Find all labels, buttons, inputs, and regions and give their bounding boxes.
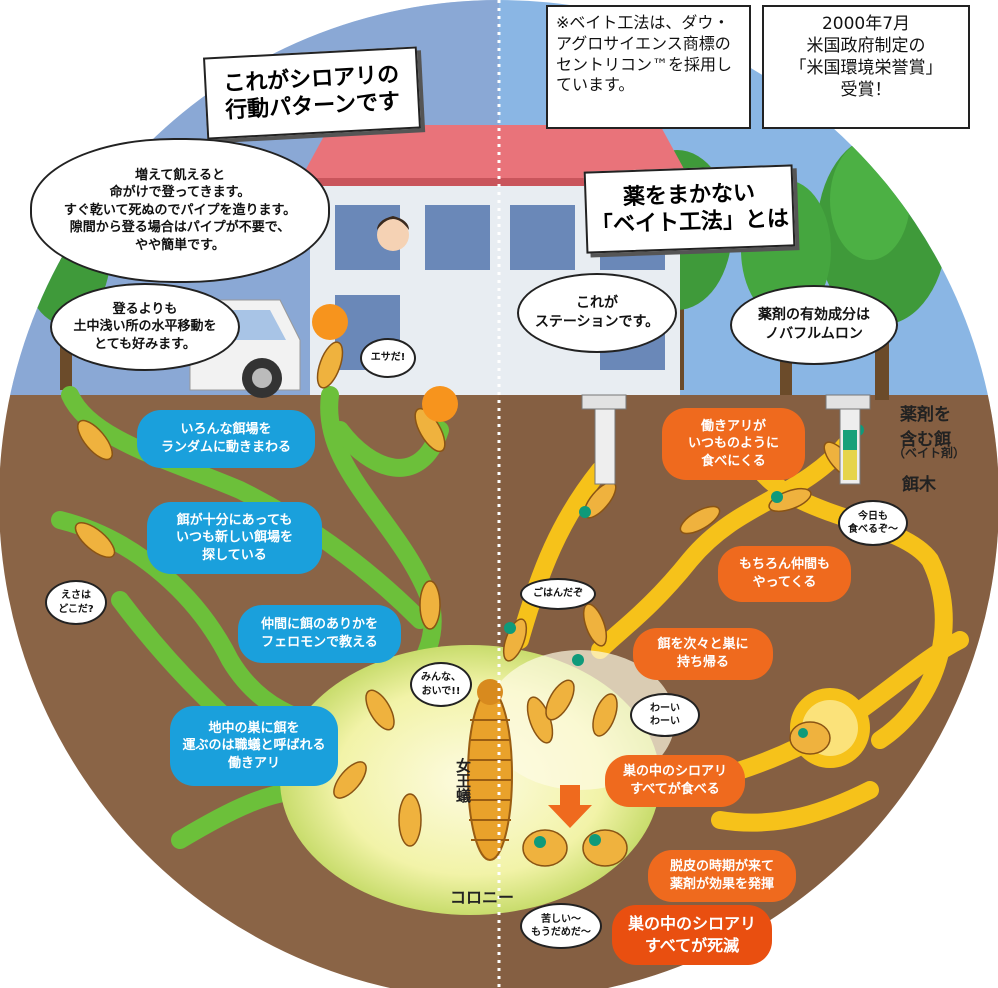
colony-label: コロニー: [450, 888, 515, 907]
carry-home-bubble: 餌を次々と巣に 持ち帰る: [633, 628, 773, 680]
bait-station-icon: [581, 394, 871, 485]
molt-bubble: 脱皮の時期が来て 薬剤が効果を発揮: [648, 850, 796, 902]
bait-trademark-note: ※ベイト工法は、ダウ・アグロサイエンス商標のセントリコン™を採用しています。: [546, 5, 751, 129]
pheromone-bubble: 仲間に餌のありかを フェロモンで教える: [238, 605, 401, 663]
right-title-banner: 薬をまかない 「ベイト工法」とは: [583, 164, 796, 254]
bait-dots: [504, 424, 864, 848]
bait-sub-label: （ベイト剤）: [893, 446, 966, 460]
food-exclaim-bubble: エサだ!: [360, 338, 416, 378]
pipe-speech-bubble: 増えて飢えると 命がけで登ってきます。 すぐ乾いて死ぬのでパイプを造ります。 隙…: [30, 138, 330, 283]
bait-label: 薬剤を 含む餌: [900, 405, 951, 450]
down-arrow-icon: [548, 785, 592, 828]
left-title-banner: これがシロアリの 行動パターンです: [203, 46, 421, 140]
ingredient-speech-bubble: 薬剤の有効成分は ノバフルムロン: [730, 285, 898, 365]
yay-bubble: わーい わーい: [630, 693, 700, 737]
wood-label: 餌木: [902, 475, 936, 495]
eat-usual-bubble: 働きアリが いつものように 食べにくる: [662, 408, 805, 480]
where-food-bubble: えさは どこだ?: [45, 580, 107, 625]
horizontal-speech-bubble: 登るよりも 土中浅い所の水平移動を とても好みます。: [50, 283, 240, 371]
random-move-bubble: いろんな餌場を ランダムに動きまわる: [137, 410, 315, 468]
food-spark-icon: [312, 304, 458, 422]
station-speech-bubble: これが ステーションです。: [517, 273, 677, 353]
friends-come-bubble: もちろん仲間も やってくる: [718, 546, 851, 602]
today-too-bubble: 今日も 食べるぞ〜: [838, 500, 908, 546]
meal-time-bubble: ごはんだぞ: [520, 578, 596, 610]
award-note: 2000年7月 米国政府制定の 「米国環境栄誉賞」 受賞！: [762, 5, 970, 129]
house-illustration: [300, 125, 690, 395]
queen-label: 女王蟻: [454, 758, 472, 803]
worker-termites: [74, 341, 857, 847]
all-die-bubble: 巣の中のシロアリ すべてが死滅: [612, 905, 772, 965]
all-eat-bubble: 巣の中のシロアリ すべてが食べる: [605, 755, 745, 807]
suffer-bubble: 苦しい〜 もうだめだ〜: [520, 903, 602, 949]
queen-termite-icon: [467, 679, 513, 861]
new-food-bubble: 餌が十分にあっても いつも新しい餌場を 探している: [147, 502, 322, 574]
everyone-come-bubble: みんな、 おいで!!: [410, 662, 472, 707]
workers-bubble: 地中の巣に餌を 運ぶのは職蟻と呼ばれる 働きアリ: [170, 706, 338, 786]
